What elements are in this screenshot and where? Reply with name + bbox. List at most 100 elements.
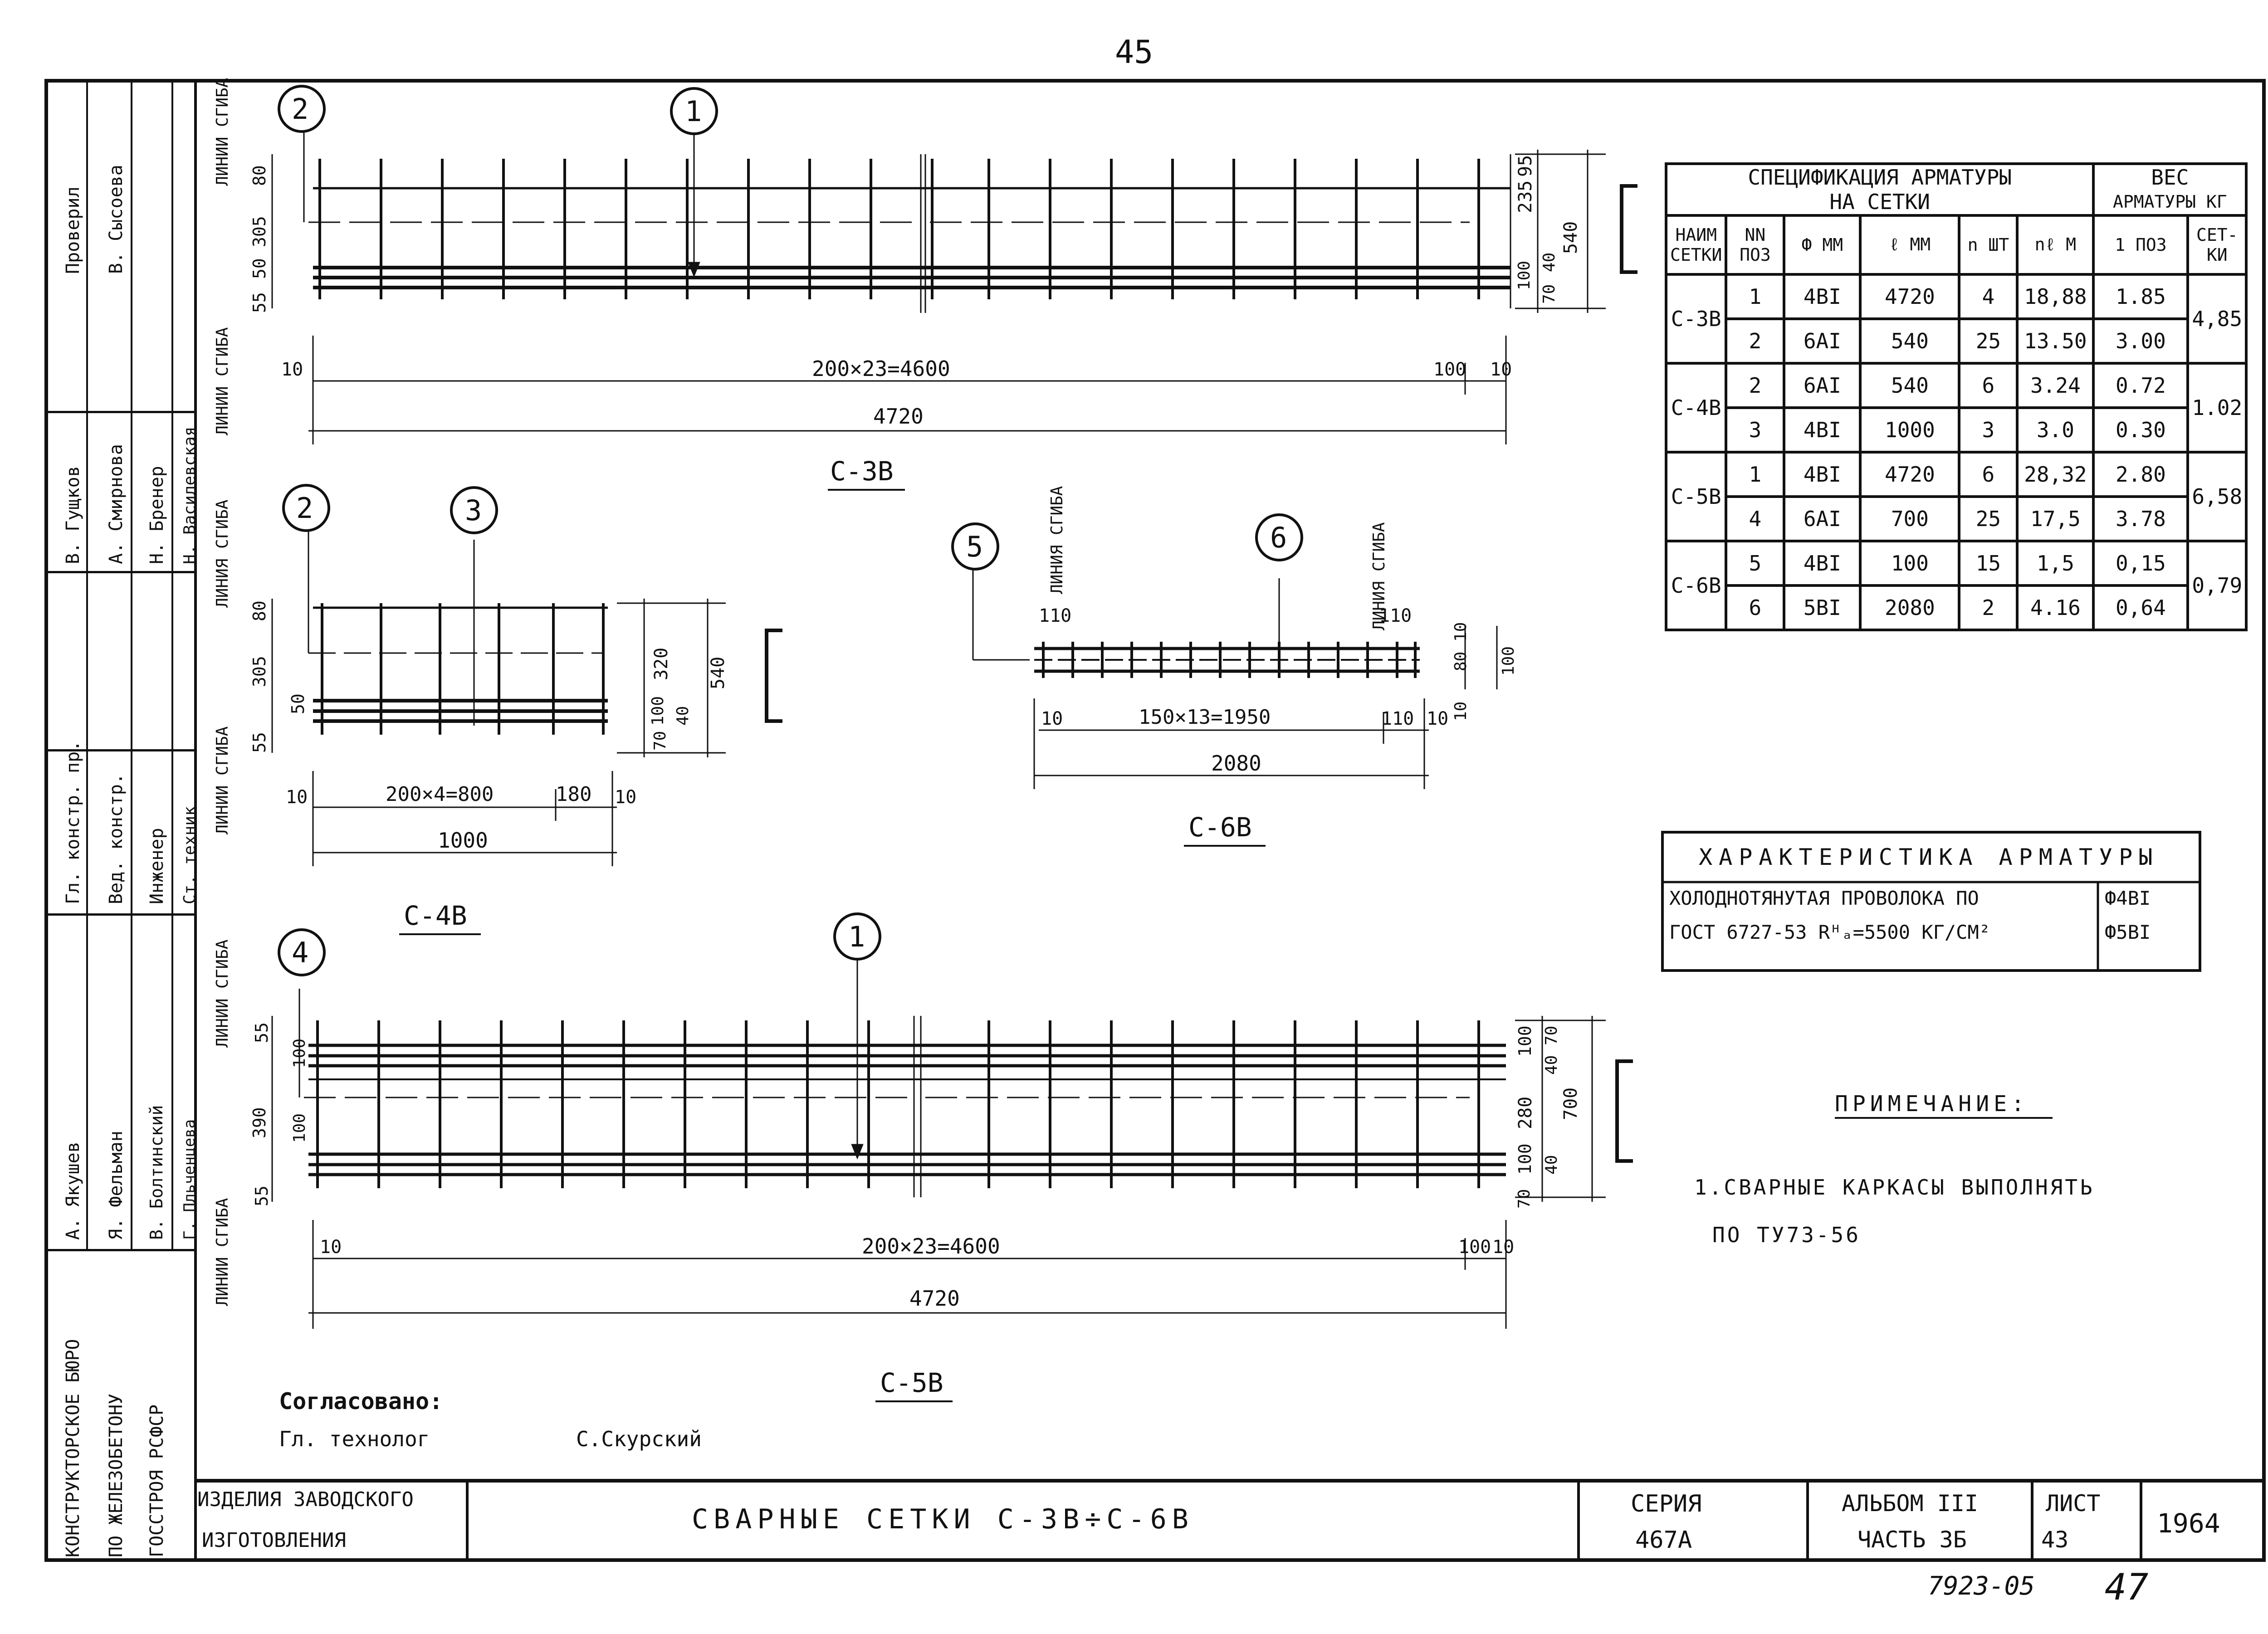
- c6v-cross-bars: [1042, 642, 1417, 678]
- c4v-pos2-label: 2: [296, 492, 313, 525]
- c6v-fold-line-left: ЛИНИЯ СГИБА: [1048, 486, 1066, 594]
- c5v-dim-right-a: 100: [1458, 1237, 1491, 1258]
- c4v-dim-55: 55: [249, 732, 269, 753]
- c3v-rdim-95: 95: [1515, 155, 1536, 177]
- c4v-dim-total: 1000: [438, 828, 488, 853]
- char-d2: Ф5ВI: [2105, 921, 2151, 943]
- c6v-title: С-6В: [1188, 812, 1252, 843]
- c4v-rdim-100: 100: [649, 696, 667, 726]
- tb-product-a: ИЗДЕЛИЯ ЗАВОДСКОГО: [197, 1488, 414, 1511]
- archive-number: 7923-05: [1928, 1571, 2035, 1601]
- table-row: 6 5ВI 2080 2 4.16 0,64: [1666, 584, 2246, 631]
- c5v-rdim-280: 280: [1515, 1096, 1536, 1129]
- c3v-cross-bars: [318, 159, 1480, 299]
- note-title: ПРИМЕЧАНИЕ:: [1835, 1091, 2029, 1117]
- spec-h-name: НАИМ СЕТКИ: [1664, 214, 1728, 276]
- char-d1: Ф4ВI: [2105, 887, 2151, 909]
- c6v-rdim-10b: 10: [1452, 701, 1470, 721]
- c6v-dim-total: 2080: [1211, 751, 1261, 776]
- c4v-dim-80: 80: [249, 600, 269, 621]
- char-line2: ГОСТ 6727-53 Rᴴₐ=5500 КГ/СМ²: [1669, 921, 1991, 943]
- c3v-dim-80: 80: [249, 165, 269, 186]
- tb-title: СВАРНЫЕ СЕТКИ С-3В÷С-6В: [692, 1503, 1194, 1535]
- c5v-fold-line-top: ЛИНИИ СГИБА: [213, 939, 232, 1048]
- char-line1: ХОЛОДНОТЯНУТАЯ ПРОВОЛОКА ПО: [1669, 887, 1979, 909]
- c3v-dim-55: 55: [249, 292, 269, 313]
- c3v-dim-total: 4720: [873, 404, 924, 429]
- c5v-dim-total: 4720: [909, 1286, 960, 1311]
- c3v-rdim-40: 40: [1540, 252, 1559, 272]
- c5v-rdim-70b: 70: [1515, 1189, 1534, 1209]
- c5v-rdim-700: 700: [1560, 1087, 1581, 1120]
- c5v-dim-55b: 55: [252, 1185, 272, 1206]
- stamp-column: Проверил В. Сысоева В. Гущков А. Смирнов…: [44, 79, 199, 1562]
- c5v-pos4-label: 4: [292, 936, 309, 969]
- c4v-dim-left: 10: [286, 787, 308, 808]
- c4v-pos2-circle: [282, 484, 330, 532]
- tb-sheet: 43: [2041, 1527, 2069, 1553]
- c6v-rdim-80: 80: [1452, 651, 1470, 671]
- c6v-pos6-circle: [1255, 513, 1303, 561]
- c5v-rdim-100a: 100: [1515, 1025, 1535, 1057]
- c5v-pos1-label: 1: [848, 920, 865, 953]
- c3v-fold-line-top: ЛИНИИ СГИБА: [213, 78, 232, 186]
- note-line1: 1.СВАРНЫЕ КАРКАСЫ ВЫПОЛНЯТЬ: [1694, 1175, 2095, 1200]
- c5v-pos1-circle: [833, 912, 881, 961]
- table-row: С-3В 1 4ВI 4720 4 18,88 1.85 4,85: [1664, 273, 2248, 365]
- handwritten-number: 47: [2105, 1566, 2149, 1608]
- page-number: 45: [1115, 34, 1154, 71]
- c5v-dim-100a: 100: [290, 1038, 309, 1068]
- spec-title-b: НА СЕТКИ: [1664, 190, 2095, 217]
- c4v-rdim-540: 540: [708, 656, 728, 689]
- c5v-pos4-circle: [278, 928, 326, 976]
- c4v-cross-bars: [321, 603, 605, 735]
- c6v-dim-110a: 110: [1039, 605, 1072, 626]
- spec-title-a: СПЕЦИФИКАЦИЯ АРМАТУРЫ: [1664, 162, 2095, 190]
- spec-h-l: ℓ ММ: [1859, 214, 1961, 276]
- c5v-dim-right-b: 10: [1492, 1237, 1515, 1258]
- spec-weight-b: АРМАТУРЫ КГ: [2092, 190, 2248, 217]
- c3v-dim-left: 10: [281, 359, 303, 380]
- tb-album-label: АЛЬБОМ III: [1842, 1490, 1979, 1517]
- tb-sheet-label: ЛИСТ: [2046, 1490, 2101, 1517]
- c3v-fold-line-bottom: ЛИНИИ СГИБА: [213, 327, 232, 435]
- c3v-dim-main: 200×23=4600: [812, 356, 950, 381]
- c6v-dim-110b: 110: [1379, 605, 1412, 626]
- table-row: С-6В 5 4ВI 100 15 1,5 0,15 0,79: [1664, 540, 2248, 631]
- c6v-rdim-10a: 10: [1452, 622, 1470, 642]
- c5v-title: С-5В: [880, 1367, 943, 1398]
- c3v-dim-right-b: 10: [1490, 359, 1512, 380]
- note-line2: ПО ТУ73-56: [1712, 1223, 1861, 1247]
- c5v-rdim-40b: 40: [1542, 1155, 1561, 1175]
- c5v-rdim-100b: 100: [1515, 1143, 1535, 1175]
- c4v-dim-main: 200×4=800: [386, 783, 494, 806]
- c3v-pos1-label: 1: [685, 95, 702, 128]
- table-row: С-5В 1 4ВI 4720 6 28,32 2.80 6,58: [1664, 451, 2248, 542]
- c6v-dim-main: 150×13=1950: [1139, 706, 1271, 729]
- c4v-title: С-4В: [404, 900, 467, 931]
- c4v-rdim-70: 70: [651, 731, 670, 751]
- c4v-rdim-320: 320: [651, 647, 672, 680]
- tb-year: 1964: [2157, 1508, 2220, 1539]
- c3v-pos2-circle: [278, 85, 326, 133]
- c4v-pos3-label: 3: [465, 494, 482, 527]
- c3v-pos1-circle: [670, 87, 718, 135]
- c5v-fold-line-bottom: ЛИНИИ СГИБА: [213, 1198, 232, 1306]
- c5v-dim-55a: 55: [252, 1022, 272, 1043]
- table-row: 2 6АI 540 25 13.50 3.00: [1666, 317, 2246, 365]
- spec-table: СПЕЦИФИКАЦИЯ АРМАТУРЫ ВЕС НА СЕТКИ АРМАТ…: [1664, 162, 2248, 631]
- table-row: С-4В 2 6АI 540 6 3.24 0.72 1.02: [1664, 362, 2248, 454]
- spec-h-d: Ф ММ: [1783, 214, 1862, 276]
- c3v-rdim-70: 70: [1540, 284, 1559, 304]
- spec-h-nl: nℓ М: [2016, 214, 2095, 276]
- spec-h-w1: 1 ПОЗ: [2092, 214, 2190, 276]
- agreed-name: С.Скурский: [576, 1427, 702, 1451]
- c6v-dim-10a: 10: [1041, 708, 1063, 729]
- c4v-pos3-circle: [450, 486, 498, 534]
- c5v-rdim-40a: 40: [1542, 1055, 1561, 1075]
- c4v-dim-180: 180: [556, 783, 592, 806]
- tb-series-label: СЕРИЯ: [1631, 1490, 1702, 1517]
- tb-album-part: ЧАСТЬ 3Б: [1857, 1527, 1967, 1553]
- c4v-dim-right: 10: [615, 787, 637, 808]
